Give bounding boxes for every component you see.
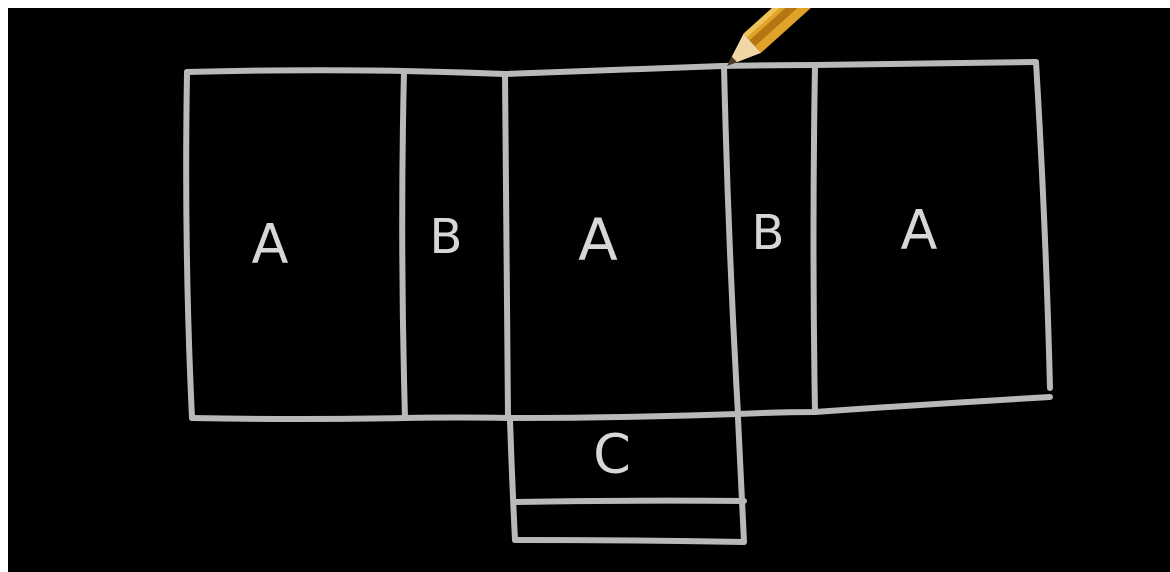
panel-label-b-1: B bbox=[430, 209, 463, 265]
panel-label-a-2: A bbox=[578, 206, 618, 274]
outline-right-edge bbox=[1036, 62, 1050, 388]
panel-label-a-1: A bbox=[252, 213, 289, 276]
panel-label-c: C bbox=[593, 423, 631, 486]
flap-c-left-edge bbox=[510, 420, 515, 540]
flap-c-right-edge bbox=[738, 418, 744, 542]
panel-label-a-3: A bbox=[901, 199, 938, 262]
divider-2 bbox=[505, 74, 508, 418]
divider-3 bbox=[724, 66, 738, 414]
flap-c-bottom-edge bbox=[515, 501, 744, 502]
outline-left-edge bbox=[186, 72, 192, 418]
outline-top-edge bbox=[187, 62, 1036, 74]
outline-bottom-edge bbox=[192, 397, 1050, 419]
strip-bottom-edge bbox=[515, 540, 744, 542]
chalkboard: A B A B A C bbox=[8, 8, 1170, 572]
divider-1 bbox=[402, 71, 405, 418]
divider-4 bbox=[814, 65, 816, 412]
net-diagram: A B A B A C bbox=[8, 8, 1170, 572]
panel-label-b-2: B bbox=[752, 205, 785, 261]
